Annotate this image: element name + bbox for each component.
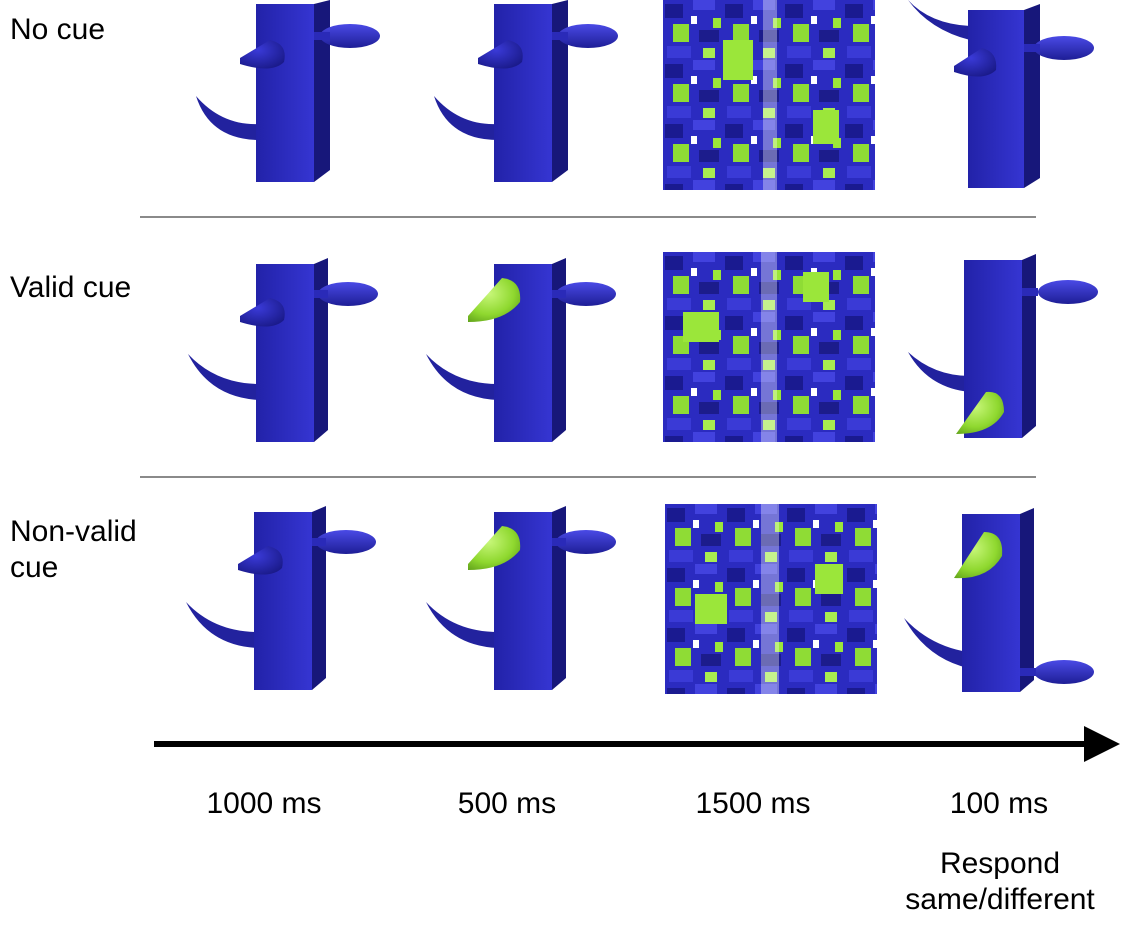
stimulus-object-cued xyxy=(904,508,1094,692)
stimulus-object-cued xyxy=(426,506,616,690)
duration-label-2: 500 ms xyxy=(457,787,557,820)
stimulus-object xyxy=(196,0,380,182)
cue-cone xyxy=(468,278,521,322)
row-separator-1 xyxy=(140,216,1036,218)
mask-pattern xyxy=(665,504,877,694)
stimulus-object xyxy=(186,506,376,690)
row-label-non-valid-cue: Non-valid cue xyxy=(10,515,137,584)
cue-cone xyxy=(956,391,1004,434)
row-label-no-cue: No cue xyxy=(10,13,106,46)
mask-pattern xyxy=(663,252,875,442)
response-instruction: Respond same/different xyxy=(905,847,1095,916)
duration-label-1: 1000 ms xyxy=(206,787,322,820)
cue-cone xyxy=(468,526,521,570)
stimulus-object-cued xyxy=(426,258,616,442)
stimulus-object-cued xyxy=(908,254,1098,438)
duration-label-3: 1500 ms xyxy=(695,787,811,820)
timeline-arrow xyxy=(154,726,1120,762)
cue-cone xyxy=(954,532,1003,579)
row-separator-2 xyxy=(140,476,1036,478)
mask-pattern xyxy=(663,0,875,190)
stimulus-object xyxy=(908,0,1094,188)
row-label-valid-cue: Valid cue xyxy=(10,271,132,304)
duration-label-4: 100 ms xyxy=(949,787,1049,820)
stimulus-object xyxy=(434,0,618,182)
stimulus-object xyxy=(188,258,378,442)
